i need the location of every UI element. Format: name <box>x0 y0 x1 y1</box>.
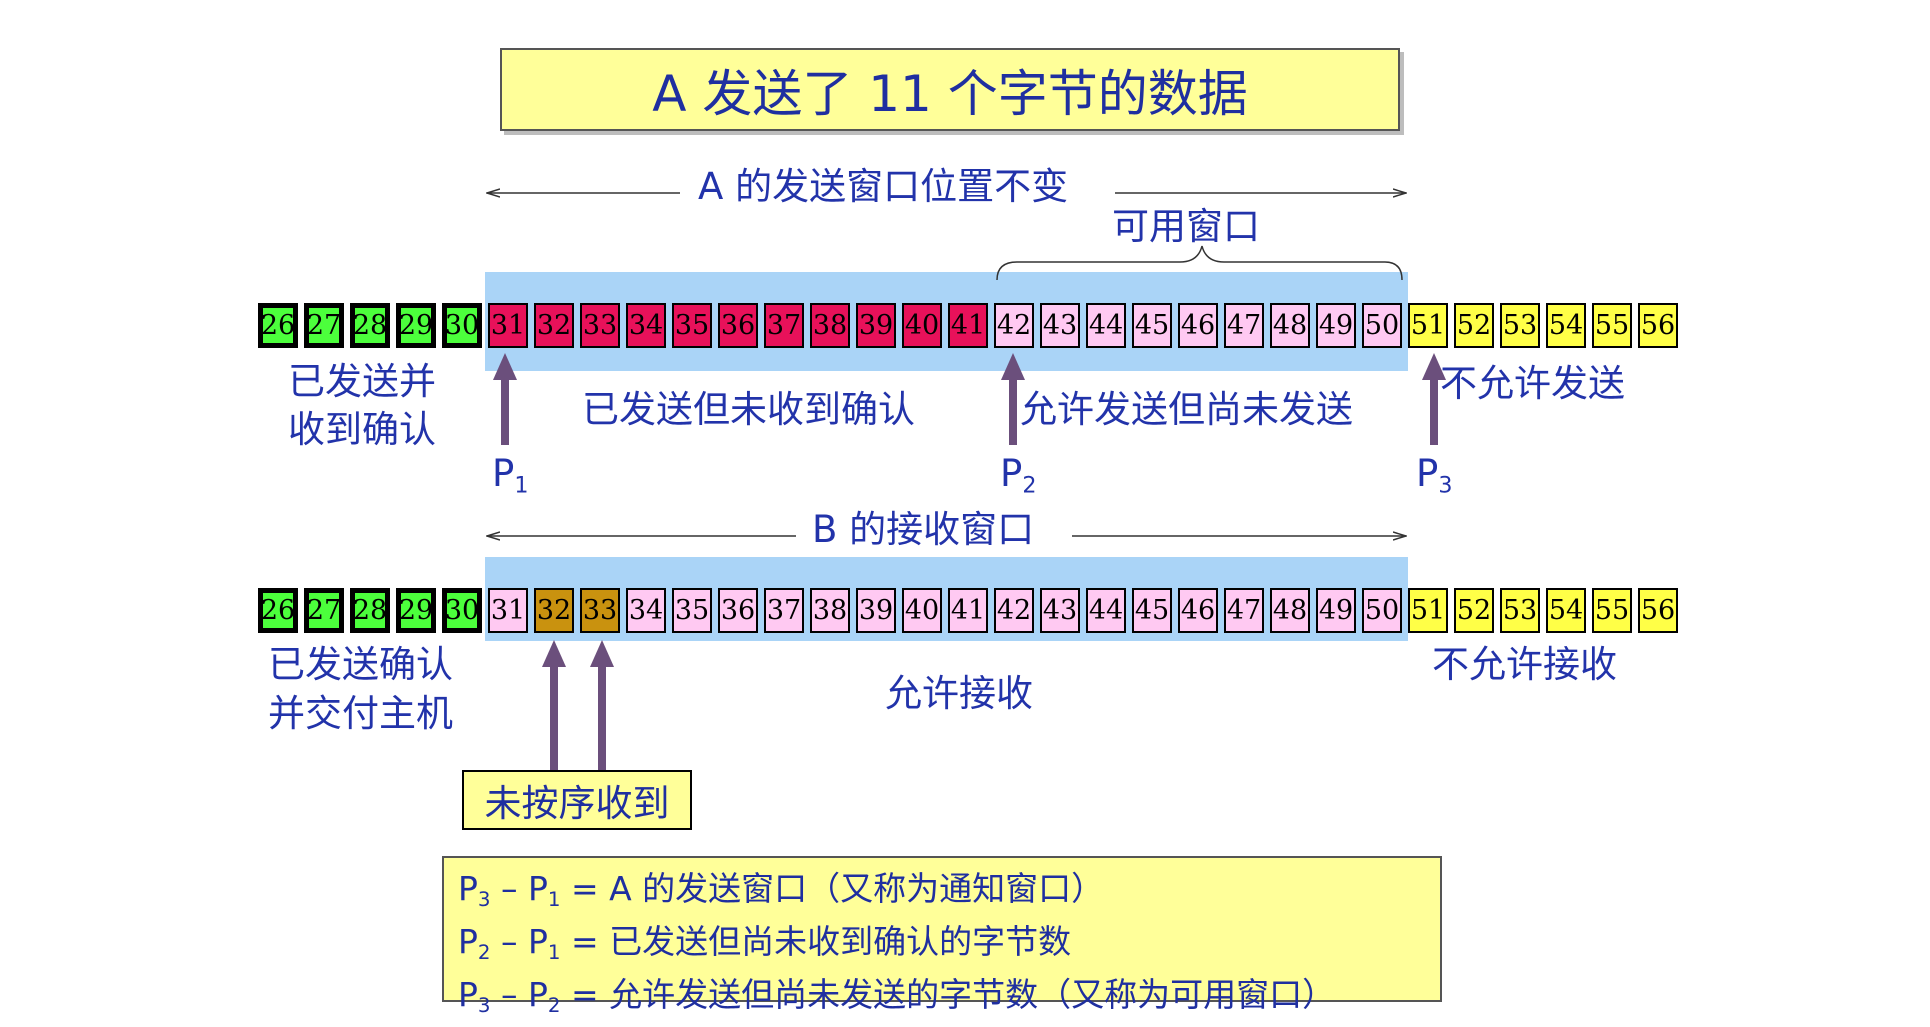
byte-cell-42: 42 <box>994 303 1034 348</box>
sender-acked-label-line2: 收到确认 <box>288 408 436 451</box>
byte-cell-31: 31 <box>488 303 528 348</box>
byte-cell-53: 53 <box>1500 303 1540 348</box>
byte-cell-54: 54 <box>1546 588 1586 633</box>
byte-cell-36: 36 <box>718 588 758 633</box>
unordered-arrow-32 <box>542 640 566 772</box>
byte-cell-45: 45 <box>1132 588 1172 633</box>
byte-cell-34: 34 <box>626 588 666 633</box>
p2-label: P2 <box>1000 452 1037 499</box>
unordered-received-callout: 未按序收到 <box>462 770 692 830</box>
byte-cell-36: 36 <box>718 303 758 348</box>
receiver-not-allowed-label: 不允许接收 <box>1432 643 1617 686</box>
formula-notes: P3 – P1 = A 的发送窗口（又称为通知窗口） P2 – P1 = 已发送… <box>442 856 1442 1017</box>
byte-cell-29: 29 <box>396 303 436 348</box>
byte-cell-44: 44 <box>1086 303 1126 348</box>
byte-cell-32: 32 <box>534 303 574 348</box>
byte-cell-40: 40 <box>902 303 942 348</box>
byte-cell-44: 44 <box>1086 588 1126 633</box>
byte-cell-34: 34 <box>626 303 666 348</box>
receiver-acked-label-line1: 已发送确认 <box>268 643 453 686</box>
byte-cell-54: 54 <box>1546 303 1586 348</box>
byte-cell-56: 56 <box>1638 588 1678 633</box>
receiver-acked-label-line2: 并交付主机 <box>268 692 453 735</box>
byte-cell-26: 26 <box>258 303 298 348</box>
byte-cell-40: 40 <box>902 588 942 633</box>
sender-sent-unacked-label: 已发送但未收到确认 <box>582 388 915 431</box>
p3-label: P3 <box>1416 452 1453 499</box>
byte-cell-30: 30 <box>442 303 482 348</box>
byte-cell-47: 47 <box>1224 588 1264 633</box>
byte-cell-45: 45 <box>1132 303 1172 348</box>
receiver-window-label: B 的接收窗口 <box>812 508 1035 551</box>
byte-cell-52: 52 <box>1454 303 1494 348</box>
sender-allowed-label: 允许发送但尚未发送 <box>1020 388 1353 431</box>
usable-window-label: 可用窗口 <box>1112 205 1260 248</box>
byte-cell-43: 43 <box>1040 303 1080 348</box>
byte-cell-53: 53 <box>1500 588 1540 633</box>
byte-cell-52: 52 <box>1454 588 1494 633</box>
formula-line-1: P3 – P1 = A 的发送窗口（又称为通知窗口） <box>458 869 1105 911</box>
byte-cell-39: 39 <box>856 588 896 633</box>
byte-cell-46: 46 <box>1178 588 1218 633</box>
p1-label: P1 <box>492 452 529 499</box>
byte-cell-27: 27 <box>304 303 344 348</box>
sender-not-allowed-label: 不允许发送 <box>1440 362 1625 405</box>
byte-cell-41: 41 <box>948 303 988 348</box>
byte-cell-27: 27 <box>304 588 344 633</box>
byte-cell-33: 33 <box>580 303 620 348</box>
byte-cell-42: 42 <box>994 588 1034 633</box>
formula-line-3: P3 – P2 = 允许发送但尚未发送的字节数（又称为可用窗口） <box>458 974 1336 1017</box>
byte-cell-49: 49 <box>1316 303 1356 348</box>
byte-cell-28: 28 <box>350 303 390 348</box>
byte-cell-31: 31 <box>488 588 528 633</box>
byte-cell-33: 33 <box>580 588 620 633</box>
p1-arrow <box>493 353 517 445</box>
byte-cell-38: 38 <box>810 588 850 633</box>
byte-cell-51: 51 <box>1408 303 1448 348</box>
byte-cell-50: 50 <box>1362 303 1402 348</box>
p3-arrow <box>1422 353 1446 445</box>
byte-cell-48: 48 <box>1270 303 1310 348</box>
byte-cell-30: 30 <box>442 588 482 633</box>
usable-window-brace <box>996 245 1403 281</box>
byte-cell-55: 55 <box>1592 588 1632 633</box>
p2-arrow <box>1001 353 1025 445</box>
byte-cell-26: 26 <box>258 588 298 633</box>
byte-cell-47: 47 <box>1224 303 1264 348</box>
byte-cell-51: 51 <box>1408 588 1448 633</box>
receiver-allowed-label: 允许接收 <box>885 672 1033 715</box>
byte-cell-37: 37 <box>764 303 804 348</box>
sender-acked-label-line1: 已发送并 <box>288 360 436 403</box>
byte-cell-55: 55 <box>1592 303 1632 348</box>
formula-line-2: P2 – P1 = 已发送但尚未收到确认的字节数 <box>458 921 1072 964</box>
byte-cell-39: 39 <box>856 303 896 348</box>
byte-cell-29: 29 <box>396 588 436 633</box>
byte-cell-38: 38 <box>810 303 850 348</box>
diagram-title: A 发送了 11 个字节的数据 <box>500 48 1400 131</box>
byte-cell-35: 35 <box>672 588 712 633</box>
unordered-arrow-33 <box>590 640 614 772</box>
byte-cell-35: 35 <box>672 303 712 348</box>
sender-window-label: A 的发送窗口位置不变 <box>698 165 1069 208</box>
byte-cell-50: 50 <box>1362 588 1402 633</box>
byte-cell-43: 43 <box>1040 588 1080 633</box>
byte-cell-56: 56 <box>1638 303 1678 348</box>
byte-cell-49: 49 <box>1316 588 1356 633</box>
byte-cell-37: 37 <box>764 588 804 633</box>
byte-cell-32: 32 <box>534 588 574 633</box>
byte-cell-46: 46 <box>1178 303 1218 348</box>
byte-cell-28: 28 <box>350 588 390 633</box>
byte-cell-48: 48 <box>1270 588 1310 633</box>
byte-cell-41: 41 <box>948 588 988 633</box>
